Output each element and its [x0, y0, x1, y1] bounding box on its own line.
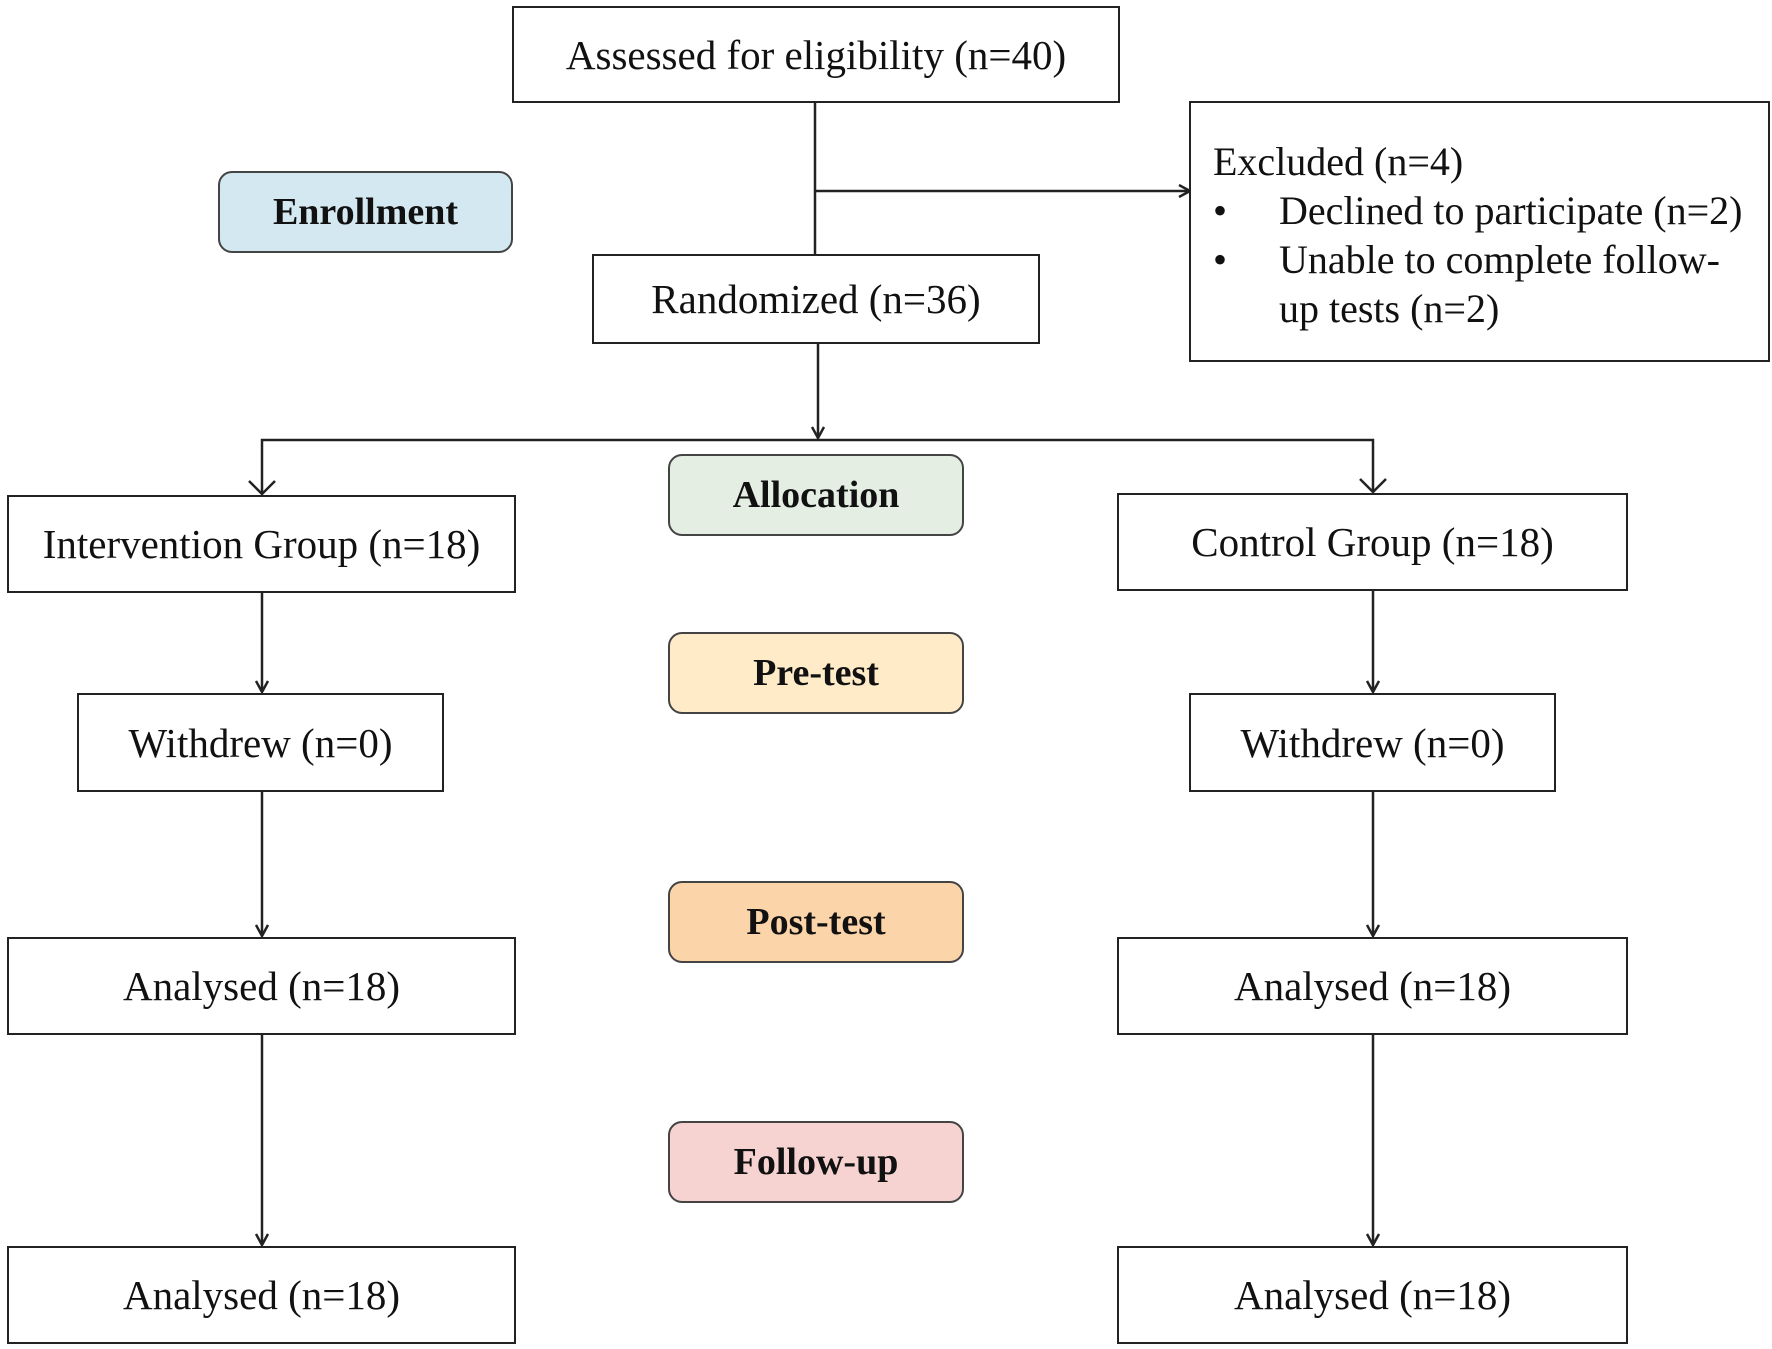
excluded-box: Excluded (n=4) • Declined to participate…	[1189, 101, 1770, 362]
randomized-box: Randomized (n=36)	[592, 254, 1040, 344]
excluded-reason-text: Declined to participate (n=2)	[1279, 188, 1743, 233]
arrow-to-intervention	[248, 480, 276, 496]
intervention-withdrew-box: Withdrew (n=0)	[77, 693, 444, 792]
stage-enrollment: Enrollment	[218, 171, 513, 253]
excluded-reason-unable: • Unable to complete follow-	[1213, 235, 1750, 284]
excluded-reason-text: up tests (n=2)	[1279, 286, 1500, 331]
control-analysed-post-box: Analysed (n=18)	[1117, 937, 1628, 1035]
stage-pretest: Pre-test	[668, 632, 964, 714]
connector-allocation-branch	[260, 438, 1375, 494]
excluded-reason-declined: • Declined to participate (n=2)	[1213, 186, 1750, 235]
excluded-title: Excluded (n=4)	[1213, 139, 1464, 184]
arrow-to-control	[1359, 478, 1387, 494]
stage-posttest: Post-test	[668, 881, 964, 963]
control-group-box: Control Group (n=18)	[1117, 493, 1628, 591]
assessed-box: Assessed for eligibility (n=40)	[512, 6, 1120, 103]
stage-allocation: Allocation	[668, 454, 964, 536]
excluded-reason-unable-cont: up tests (n=2)	[1213, 284, 1750, 333]
excluded-reason-text: Unable to complete follow-	[1279, 237, 1720, 282]
control-analysed-follow-box: Analysed (n=18)	[1117, 1246, 1628, 1344]
bullet-icon: •	[1213, 188, 1228, 233]
control-withdrew-box: Withdrew (n=0)	[1189, 693, 1556, 792]
stage-followup: Follow-up	[668, 1121, 964, 1203]
intervention-analysed-follow-box: Analysed (n=18)	[7, 1246, 516, 1344]
intervention-analysed-post-box: Analysed (n=18)	[7, 937, 516, 1035]
intervention-group-box: Intervention Group (n=18)	[7, 495, 516, 593]
bullet-icon: •	[1213, 237, 1228, 282]
